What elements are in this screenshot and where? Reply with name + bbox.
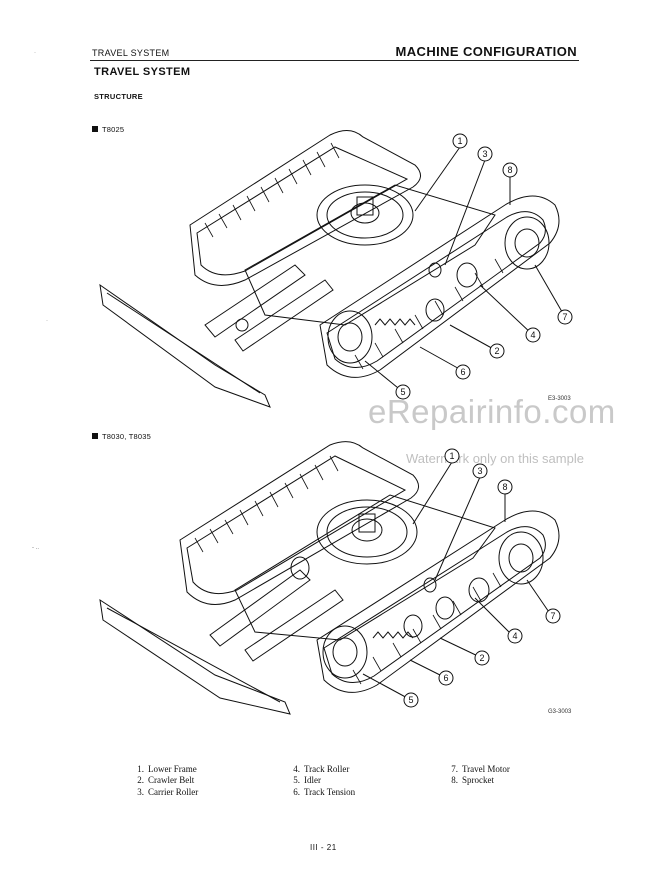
figure-2-undercarriage-drawing: 1 3 8 7 4 2 6 5: [95, 440, 575, 715]
legend-item: 2.Crawler Belt: [137, 775, 195, 786]
callout-5: 5: [408, 695, 413, 705]
legend-item: 8.Sprocket: [451, 775, 494, 786]
figure-1-undercarriage-drawing: 1 3 8 7 4 2 6 5: [95, 125, 575, 410]
legend-item: 1.Lower Frame: [137, 764, 197, 774]
figure-2-code: G3-3003: [548, 709, 572, 715]
legend-item: 6.Track Tension: [293, 786, 356, 797]
callout-7: 7: [550, 611, 555, 621]
running-header-left: TRAVEL SYSTEM: [92, 48, 170, 58]
callout-6: 6: [443, 673, 448, 683]
header-rule: [90, 60, 579, 61]
callout-6: 6: [460, 367, 465, 377]
scan-speck: ·: [34, 50, 36, 56]
callout-4: 4: [530, 330, 535, 340]
scan-speck: - ..: [32, 545, 39, 551]
legend-column-2: 4.Track Roller 5.Idler 6.Track Tension: [286, 764, 355, 798]
figure-1-model-label: T8025: [92, 125, 124, 134]
legend-column-1: 1.Lower Frame 2.Crawler Belt 3.Carrier R…: [130, 764, 198, 798]
page-number: III - 21: [310, 843, 337, 852]
legend-item: 5.Idler: [293, 775, 321, 786]
callout-3: 3: [477, 466, 482, 476]
callout-3: 3: [482, 149, 487, 159]
callout-8: 8: [502, 482, 507, 492]
running-header-right: MACHINE CONFIGURATION: [395, 44, 577, 59]
legend-item: 7.Travel Motor: [451, 764, 510, 774]
watermark-brand: eRepairinfo.com: [368, 393, 616, 430]
figure-1-model-text: T8025: [102, 125, 125, 134]
callout-1: 1: [457, 136, 462, 146]
callout-1: 1: [449, 451, 454, 461]
figure-2-svg: 1 3 8 7 4 2 6 5: [99, 441, 561, 715]
callout-2: 2: [494, 346, 499, 356]
bullet-square-icon: [92, 433, 98, 439]
figure-2-model-text: T8030, T8035: [102, 432, 151, 441]
callout-7: 7: [562, 312, 567, 322]
section-title: TRAVEL SYSTEM: [94, 66, 191, 78]
callout-5: 5: [400, 387, 405, 397]
callout-8: 8: [507, 165, 512, 175]
callout-2: 2: [479, 653, 484, 663]
figure-1-svg: 1 3 8 7 4 2 6 5: [99, 130, 573, 408]
subsection-title: STRUCTURE: [94, 92, 143, 101]
legend-item: 3.Carrier Roller: [137, 786, 199, 797]
legend-item: 4.Track Roller: [293, 764, 350, 774]
figure-1-code: E3-3003: [548, 396, 571, 402]
scan-speck: ·: [46, 318, 48, 324]
callout-4: 4: [512, 631, 517, 641]
legend-column-3: 7.Travel Motor 8.Sprocket: [444, 764, 510, 787]
bullet-square-icon: [92, 126, 98, 132]
figure-2-model-label: T8030, T8035: [92, 432, 151, 441]
